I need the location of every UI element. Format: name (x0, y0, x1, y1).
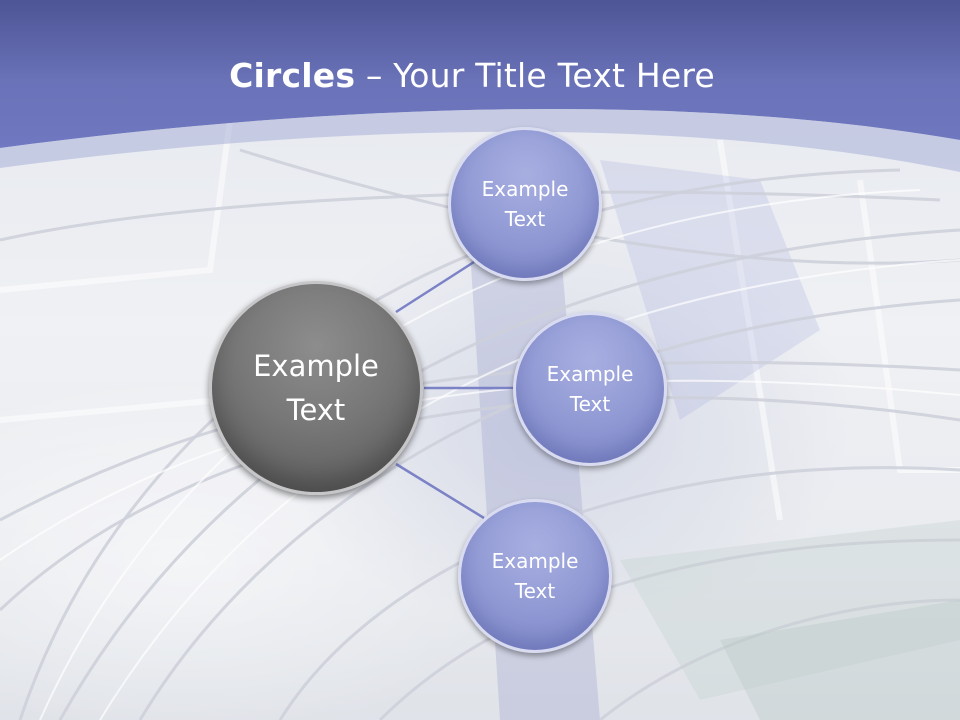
slide-title: Circles – Your Title Text Here (0, 54, 944, 98)
title-strong: Circles (229, 56, 356, 95)
center-label-line2: Text (286, 393, 346, 427)
node-3-label-line2: Text (514, 579, 556, 603)
node-1-label-line2: Text (504, 207, 546, 231)
node-2-label-line2: Text (569, 392, 611, 416)
connector-3 (395, 462, 485, 520)
header-band (0, 0, 960, 172)
title-rest: – Your Title Text Here (355, 56, 715, 95)
node-1-label-line1: Example (481, 177, 569, 201)
center-circle: Example Text (209, 281, 423, 495)
center-label-line1: Example (253, 349, 379, 383)
node-circle-2: Example Text (513, 312, 667, 466)
node-2-label-line1: Example (546, 362, 634, 386)
node-circle-1: Example Text (448, 127, 602, 281)
node-circle-3: Example Text (458, 499, 612, 653)
node-3-label-line1: Example (491, 549, 579, 573)
connector-1 (395, 260, 475, 314)
